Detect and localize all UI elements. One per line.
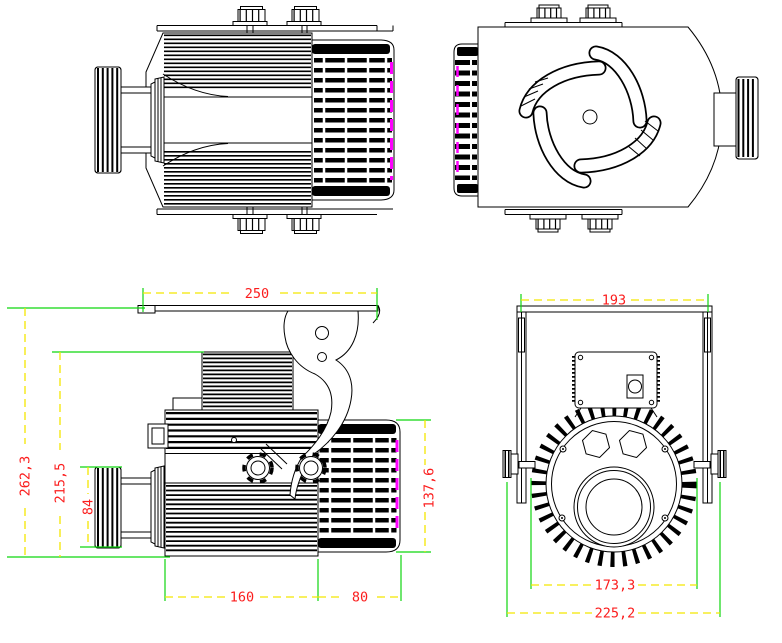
knob-top-2 bbox=[286, 6, 322, 26]
lens-barrel-left bbox=[94, 66, 165, 174]
slot-hatching bbox=[520, 77, 659, 157]
bottom-rail bbox=[156, 207, 393, 215]
dim-rear-diameter: 137,6 bbox=[422, 468, 438, 509]
dim-body-diameter: 173,3 bbox=[595, 578, 636, 594]
cable-gland bbox=[626, 374, 644, 399]
bottom-rail-b bbox=[504, 209, 623, 215]
control-box bbox=[572, 351, 660, 418]
top-rail bbox=[156, 25, 394, 33]
fan-slots bbox=[518, 45, 662, 189]
finned-body bbox=[145, 32, 313, 208]
side-knob-left bbox=[502, 450, 536, 478]
dimension-labels: 250 262,3 215,5 84 160 80 137,6 193 173,… bbox=[18, 286, 636, 622]
dim-body-height: 215,5 bbox=[53, 463, 69, 504]
view-plan-left bbox=[94, 6, 395, 234]
knob-bottom-b2 bbox=[581, 214, 619, 233]
front-lens bbox=[573, 466, 655, 548]
hex-sockets bbox=[581, 429, 648, 459]
dim-bracket-length: 250 bbox=[245, 286, 269, 302]
face-screws bbox=[558, 445, 669, 522]
knob-bottom-b1 bbox=[529, 214, 567, 233]
lens-barrel-right bbox=[713, 76, 759, 160]
drawing-root: 250 262,3 215,5 84 160 80 137,6 193 173,… bbox=[7, 4, 759, 622]
dim-overall-height: 262,3 bbox=[18, 456, 34, 497]
knob-bottom-2 bbox=[286, 214, 322, 234]
dim-overall-width: 225,2 bbox=[595, 606, 636, 622]
upper-heatsink-block bbox=[172, 351, 294, 411]
rear-heatsink bbox=[311, 39, 395, 201]
view-front bbox=[502, 305, 727, 567]
dim-body-length: 160 bbox=[230, 590, 254, 606]
lens-barrel-side bbox=[94, 465, 165, 549]
yoke bbox=[516, 305, 713, 504]
clamp-knob-1 bbox=[242, 452, 274, 484]
dimension-lines bbox=[24, 292, 720, 614]
knob-top-b1 bbox=[530, 4, 568, 23]
dim-yoke-width: 193 bbox=[602, 293, 626, 309]
rear-strip-b bbox=[453, 43, 479, 197]
mounting-bracket-arm bbox=[260, 310, 359, 500]
dim-lens-diameter: 84 bbox=[81, 499, 97, 515]
view-side-elevation bbox=[94, 305, 401, 557]
knob-top-b2 bbox=[579, 4, 617, 23]
knob-top-1 bbox=[232, 6, 268, 26]
knob-bottom-1 bbox=[232, 214, 268, 234]
dim-rear-length: 80 bbox=[352, 590, 368, 606]
view-plan-right bbox=[453, 4, 759, 233]
extension-lines bbox=[7, 288, 721, 617]
clamp-knob-2 bbox=[295, 452, 327, 484]
side-knob-right bbox=[693, 450, 727, 478]
fan-hub bbox=[582, 109, 598, 125]
rear-heatsink-side bbox=[317, 419, 401, 553]
